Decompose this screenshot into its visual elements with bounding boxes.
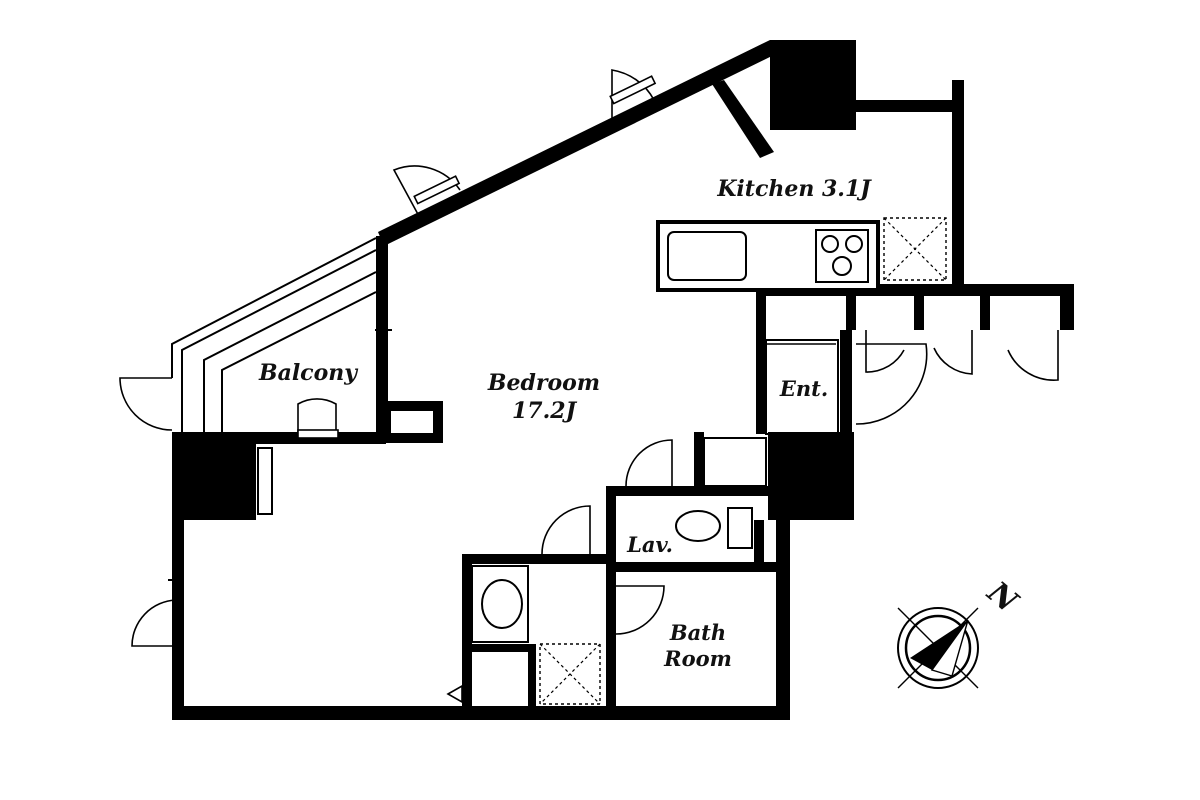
wash-basin-icon — [481, 579, 523, 629]
toilet-tank — [727, 507, 753, 549]
step-marker — [446, 684, 463, 704]
door-swing — [541, 505, 591, 555]
outer-walls — [172, 40, 1074, 720]
washing-machine-space — [539, 643, 601, 705]
wet-area-walls — [462, 432, 786, 714]
bedroom-size-label: 17.2J — [512, 398, 578, 424]
duct-diagonal — [712, 80, 774, 158]
door-swing — [625, 439, 673, 487]
west-column-pipe — [257, 447, 273, 515]
lav-north-wall — [606, 486, 776, 496]
door-swing — [855, 343, 928, 425]
entrance-label: Ent. — [779, 376, 828, 401]
balcony-storage — [381, 401, 443, 443]
burner-icon — [845, 235, 863, 253]
south-wall — [172, 706, 790, 720]
washbasin-counter — [471, 565, 529, 643]
balcony-railing — [171, 237, 392, 432]
sink — [667, 231, 747, 281]
balcony-bottom-wall — [172, 432, 386, 444]
closet-divider-1 — [846, 296, 856, 330]
bath-room-label: Room — [663, 646, 732, 671]
closet-strip-end — [1060, 284, 1074, 330]
lav-west-wall — [606, 486, 616, 566]
north-label: N — [980, 574, 1025, 620]
storage-wall — [694, 432, 704, 488]
fridge-space — [883, 217, 947, 281]
bath-west-wall — [606, 572, 616, 712]
kitchen-counter — [656, 217, 947, 292]
lav-south-wall — [606, 562, 786, 572]
slanted-wall — [378, 40, 776, 246]
kitchen-label: Kitchen 3.1J — [716, 176, 872, 202]
door-swing — [611, 69, 655, 128]
door-swing — [615, 585, 665, 635]
bath-label: Bath — [669, 620, 726, 645]
toilet-icon — [675, 510, 721, 542]
doors — [119, 69, 1059, 704]
door-swing — [297, 398, 337, 432]
compass-needle-icon — [910, 620, 968, 670]
door-swing — [933, 330, 973, 375]
washroom-north-wall — [462, 554, 616, 564]
closet-divider-2 — [914, 296, 924, 330]
door-swing — [865, 330, 905, 373]
east-wall-lower — [776, 520, 790, 720]
entrance-column — [768, 432, 854, 520]
kitchen-column — [770, 40, 856, 130]
door-swing — [119, 377, 173, 431]
burner-icon — [821, 235, 839, 253]
closet-divider-3 — [980, 296, 990, 330]
washroom-inner-wall — [470, 644, 534, 652]
compass — [897, 607, 979, 689]
balcony-label: Balcony — [258, 360, 359, 386]
burner-icon — [832, 256, 852, 276]
washroom-west-wall — [462, 554, 472, 714]
kitchen-north-wall — [850, 100, 960, 112]
door-swing — [1007, 330, 1059, 381]
stove — [815, 229, 869, 283]
west-column — [172, 444, 256, 520]
lav-east-wall — [754, 520, 764, 572]
bedroom-label: Bedroom — [487, 370, 600, 396]
shoe-cabinet — [765, 339, 839, 435]
entrance-west-wall — [756, 284, 766, 434]
washroom-inner-wall-v — [528, 644, 536, 710]
entrance-east-wall — [840, 330, 852, 434]
storage-cabinet — [703, 437, 767, 487]
lavatory-label: Lav. — [626, 532, 673, 557]
door-swing — [131, 599, 177, 647]
kitchen-east-wall — [952, 80, 964, 290]
